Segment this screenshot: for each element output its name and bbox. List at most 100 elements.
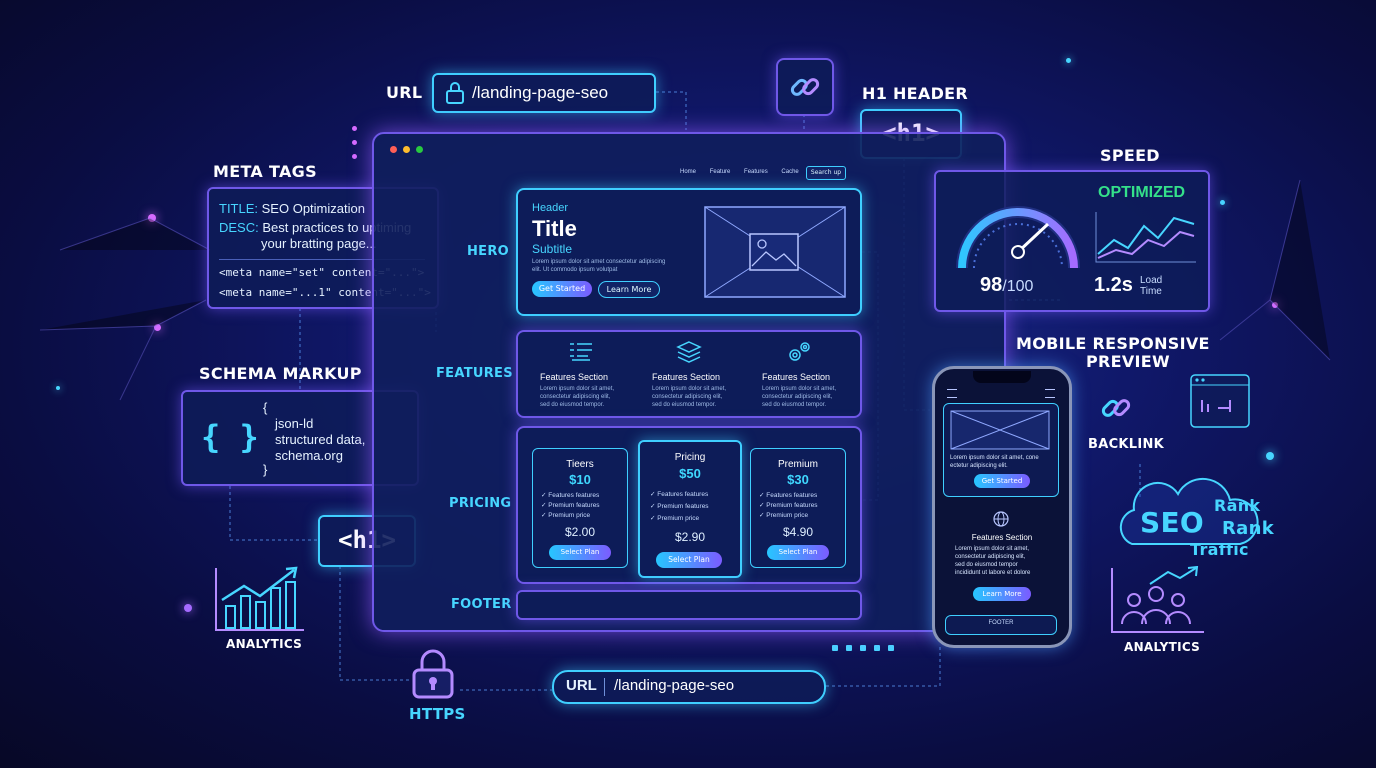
pricing-card-2-feature: ✓ Premium features: [650, 503, 709, 510]
hero-header: Header: [532, 202, 569, 214]
url-top-label: URL: [386, 83, 423, 102]
audience-growth-icon: [1111, 566, 1204, 633]
feature-text: Premium price: [766, 512, 809, 519]
url-bottom-value: /landing-page-seo: [614, 677, 735, 694]
mobile-label-1: MOBILE RESPONSIVE: [1016, 334, 1210, 353]
feature-text: Premium price: [657, 515, 700, 522]
schema-open: {: [263, 400, 268, 415]
pricing-card-2-select-button[interactable]: Select Plan: [656, 552, 722, 568]
footer-section: [516, 590, 862, 620]
nav-item[interactable]: Features: [744, 169, 768, 175]
feature-text: Premium features: [766, 502, 818, 509]
https-lock-icon: [412, 649, 454, 699]
speed-score-value: 98: [980, 274, 1003, 296]
lock-icon: [446, 82, 464, 104]
url-bottom-bar[interactable]: URL /landing-page-seo: [552, 670, 826, 704]
feature-title-2: Features Section: [652, 372, 721, 382]
hero-section: Header Title Subtitle Lorem ipsum dolor …: [516, 188, 862, 316]
feature-text-1c: sed do eiusmod tempor.: [540, 402, 605, 408]
h1-header-label: H1 HEADER: [862, 84, 969, 103]
speed-label: SPEED: [1100, 146, 1160, 165]
url-top-bar[interactable]: /landing-page-seo: [432, 73, 656, 113]
pricing-card-3-select-button[interactable]: Select Plan: [767, 545, 829, 560]
pricing-card-1-feature: ✓ Premium features: [541, 502, 600, 509]
pricing-card-1[interactable]: Tieers $10 ✓ Features features ✓ Premium…: [532, 448, 628, 568]
rank-text-2: Rank: [1222, 518, 1274, 539]
feature-text: Premium features: [548, 502, 600, 509]
glow-dot: [352, 126, 357, 131]
performance-graph-icon: [1095, 212, 1196, 263]
rank-text-1: Rank: [1214, 496, 1261, 515]
square-dot: [888, 645, 894, 651]
phone-frame: Lorem ipsum dolor sit amet, cone ectetur…: [932, 366, 1072, 648]
pricing-card-3-foot: $4.90: [782, 525, 814, 539]
speed-gauge-icon: [956, 206, 1080, 269]
schema-close: }: [263, 462, 268, 477]
pricing-card-2-feature: ✓ Premium price: [650, 515, 700, 522]
phone-features-text-2: consectetur adipiscing elit,: [955, 554, 1026, 560]
phone-get-started-button[interactable]: Get Started: [974, 474, 1030, 488]
pricing-card-2-name: Pricing: [674, 452, 706, 463]
glow-dot: [56, 386, 60, 390]
hamburger-icon[interactable]: [947, 389, 957, 398]
pricing-section: Tieers $10 ✓ Features features ✓ Premium…: [516, 426, 862, 584]
list-icon: [570, 343, 592, 361]
glow-dot: [1220, 200, 1225, 205]
cloud-icon: [1119, 477, 1259, 545]
phone-features-text-3: sed do eiusmod tempor: [955, 562, 1018, 568]
square-dot: [860, 645, 866, 651]
hero-learn-more-button[interactable]: Learn More: [598, 281, 660, 298]
backlink-label: BACKLINK: [1088, 437, 1165, 452]
https-label: HTTPS: [409, 705, 466, 723]
window-minimize-dot[interactable]: [403, 146, 410, 153]
nav-cta-button[interactable]: Search up: [806, 166, 846, 180]
feature-text: Features features: [548, 492, 600, 499]
hero-body-2: elit. Ut commodo ipsum volutpat: [532, 267, 618, 273]
schema-line-2: structured data,: [275, 432, 366, 447]
square-dot: [846, 645, 852, 651]
braces-icon: { }: [201, 418, 259, 456]
phone-hero-text-1: Lorem ipsum dolor sit amet, cone: [950, 455, 1039, 461]
nav-item[interactable]: Feature: [709, 169, 731, 175]
url-top-value: /landing-page-seo: [472, 83, 609, 102]
pricing-card-1-foot: $2.00: [564, 525, 596, 539]
nav-item[interactable]: Cache: [781, 169, 799, 175]
meta-title-value: SEO Optimization: [261, 201, 365, 216]
pricing-card-2[interactable]: Pricing $50 ✓ Features features ✓ Premiu…: [638, 440, 742, 578]
feature-title-1: Features Section: [540, 372, 609, 382]
phone-features-text-4: incididunt ut labore et dolore: [955, 570, 1031, 576]
hero-subtitle: Subtitle: [532, 242, 573, 256]
load-time-label-2: Time: [1140, 286, 1162, 297]
window-close-dot[interactable]: [390, 146, 397, 153]
globe-icon: [993, 511, 1009, 527]
phone-image-placeholder-icon: [950, 410, 1050, 450]
load-time-label-1: Load: [1140, 275, 1163, 286]
link-icon-box[interactable]: [776, 58, 834, 116]
pricing-card-3[interactable]: Premium $30 ✓ Features features ✓ Premiu…: [750, 448, 846, 568]
pricing-card-3-feature: ✓ Features features: [759, 492, 818, 499]
speed-score: 98/100: [980, 274, 1033, 297]
feature-text-3a: Lorem ipsum dolor sit amet,: [762, 386, 837, 392]
pricing-card-1-price: $10: [569, 472, 591, 487]
feature-text-2a: Lorem ipsum dolor sit amet,: [652, 386, 727, 392]
schema-line-3: schema.org: [275, 448, 343, 463]
square-dot: [874, 645, 880, 651]
phone-learn-more-button[interactable]: Learn More: [973, 587, 1031, 601]
glow-dot: [1272, 302, 1278, 308]
url-bottom-divider: [604, 678, 605, 696]
glow-dot: [154, 324, 161, 331]
section-label-hero: HERO: [467, 244, 510, 259]
feature-text-1b: consectetur adipiscing elit,: [540, 394, 611, 400]
pricing-card-3-feature: ✓ Premium price: [759, 512, 809, 519]
hero-title: Title: [532, 216, 577, 241]
meta-desc-value-2: your bratting page...: [261, 236, 377, 251]
window-maximize-dot[interactable]: [416, 146, 423, 153]
nav-item[interactable]: Home: [680, 169, 697, 175]
traffic-text: Traffic: [1190, 540, 1249, 559]
hamburger-icon[interactable]: [1045, 389, 1055, 398]
phone-features-title: Features Section: [971, 533, 1033, 542]
pricing-card-1-select-button[interactable]: Select Plan: [549, 545, 611, 560]
hero-get-started-button[interactable]: Get Started: [532, 281, 592, 297]
backlink-icon-box[interactable]: [1090, 388, 1140, 432]
feature-text: Premium features: [657, 503, 709, 510]
